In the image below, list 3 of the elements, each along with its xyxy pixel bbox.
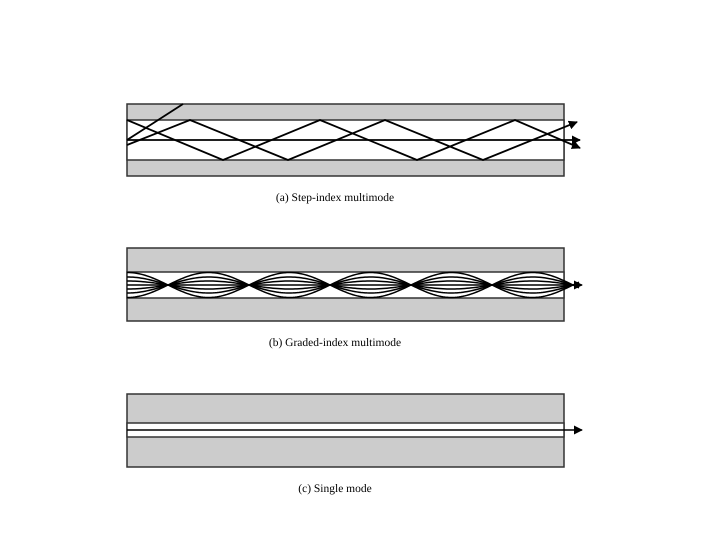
caption: (b) Graded-index multimode: [268, 337, 402, 349]
caption: (a) Step-index multimode: [276, 192, 394, 204]
caption: (c) Single mode: [298, 483, 372, 495]
